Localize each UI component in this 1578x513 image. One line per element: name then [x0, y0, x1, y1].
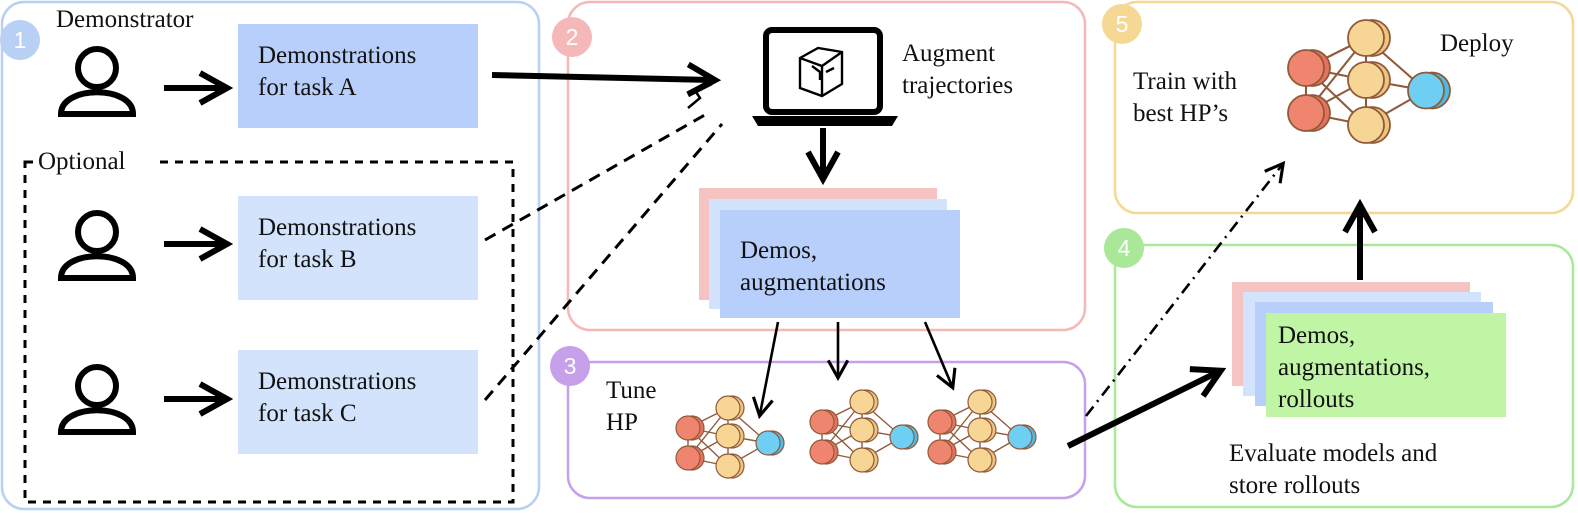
stage4-badge: 4	[1104, 228, 1144, 268]
demo-b-box: Demonstrations for task B	[238, 196, 478, 300]
tune-hp-label: Tune HP	[606, 377, 657, 436]
laptop-cube-icon	[752, 27, 898, 126]
neural-network-icon	[809, 389, 919, 473]
neural-network-icon	[927, 389, 1037, 473]
person-icon	[57, 210, 137, 281]
stage1-badge: 1	[0, 20, 40, 60]
stage2-frame	[566, 0, 1087, 332]
merge-zigzag	[687, 82, 713, 109]
stage2-demos-card	[720, 210, 960, 318]
evaluate-caption: Evaluate models and store rollouts	[1229, 440, 1438, 499]
stage4-frame	[1113, 243, 1575, 509]
stage1-frame	[0, 0, 541, 511]
arrow-tune-to-evaluate	[1066, 372, 1218, 449]
neural-network-icon	[1286, 18, 1452, 145]
arrow-demo-c-to-augment	[483, 123, 724, 401]
deploy-label: Deploy	[1440, 30, 1514, 57]
arrow-tune-to-train	[1084, 160, 1286, 417]
arrow-demo-b-to-augment	[484, 110, 711, 242]
stage3-badge: 3	[550, 346, 590, 386]
demo-a-box: Demonstrations for task A	[238, 24, 478, 128]
stage5-badge: 5	[1102, 4, 1142, 44]
arrow-demos-to-nn-3	[923, 321, 957, 391]
person-icon	[57, 364, 137, 435]
demo-c-box: Demonstrations for task C	[238, 350, 478, 454]
stage4-rollouts-card	[1266, 313, 1506, 417]
stage3-frame	[566, 360, 1087, 500]
stage2-badge: 2	[552, 17, 592, 57]
arrow-demo-a-to-augment	[491, 75, 712, 80]
arrow-demos-to-nn-1	[751, 321, 780, 420]
train-label: Train with best HP’s	[1133, 68, 1237, 127]
stage4-card-label: Demos, augmentations, rollouts	[1278, 322, 1431, 413]
person-icon	[57, 46, 137, 117]
optional-region	[23, 160, 515, 504]
demonstrator-label: Demonstrator	[56, 6, 194, 33]
stage2-card-label: Demos, augmentations	[740, 237, 886, 296]
optional-label: Optional	[38, 148, 126, 175]
neural-network-icon	[675, 395, 785, 479]
augment-label: Augment trajectories	[902, 40, 1014, 99]
